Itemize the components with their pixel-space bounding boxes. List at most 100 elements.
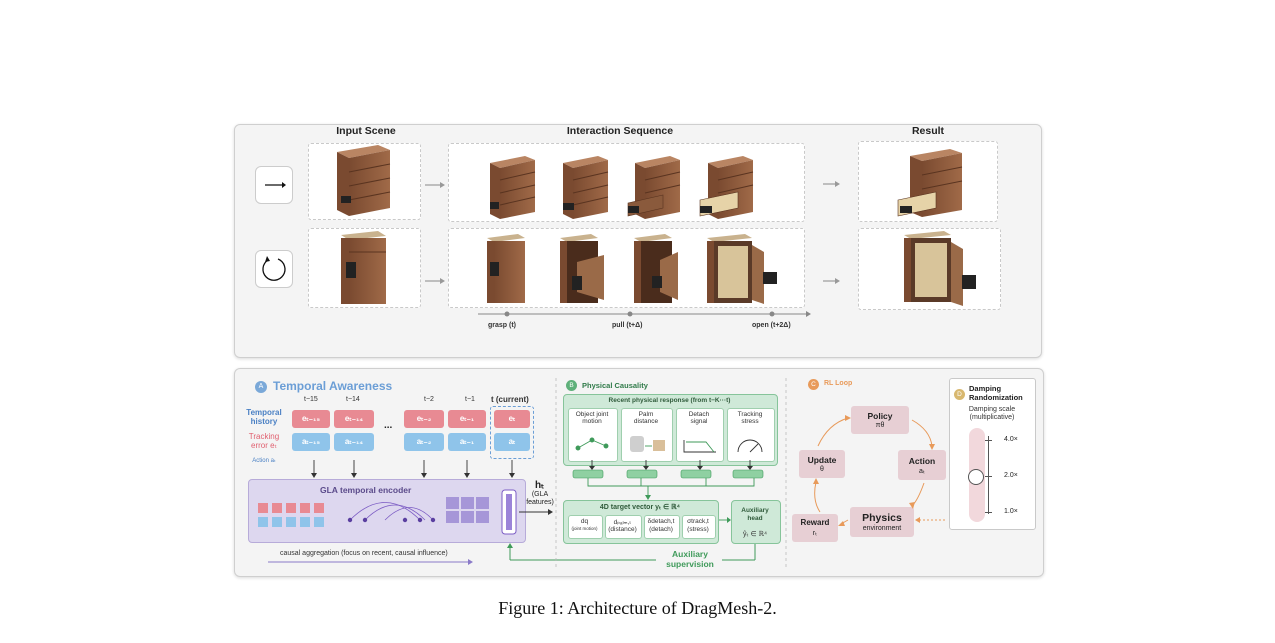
translation-icon-button (255, 166, 293, 204)
target-vector-title: 4D target vector yₜ ∈ ℝ⁴ (599, 504, 681, 511)
policy-label: Policy (867, 411, 893, 421)
aux-head-title: Auxiliary head (741, 507, 769, 522)
tick-label-2: 2.0× (1004, 472, 1018, 479)
cell-distance (605, 515, 642, 539)
current-step-outline (490, 406, 534, 459)
update-box (799, 450, 845, 478)
a-box-t15: aₜ₋₁₅ (292, 433, 330, 451)
time-t2: t−2 (424, 396, 434, 403)
physics-label: Physics (862, 512, 902, 524)
cell-stress-top: σtrack,t (687, 518, 709, 525)
ht-sub: (GLA features) (526, 491, 554, 506)
col-sequence-header: Interaction Sequence (566, 125, 674, 137)
action-box-label: Action (908, 456, 936, 466)
tracking-error-label: Tracking error eₜ (248, 432, 280, 450)
badge-a: A (255, 381, 267, 393)
policy-sub: πθ (875, 422, 885, 429)
cell-joint (568, 515, 603, 539)
cell-joint-top: dq (580, 518, 589, 525)
action-label: Action aₜ (252, 458, 276, 464)
e-box-t15: eₜ₋₁₅ (292, 410, 330, 428)
card-object-joint (568, 408, 618, 462)
time-current: t (current) (491, 395, 529, 404)
reward-label: Reward (800, 518, 830, 527)
cell-stress (682, 515, 716, 539)
cabinet-drawer-seq4 (699, 156, 754, 219)
a-box-t2: aₜ₋₂ (404, 433, 444, 451)
cabinet-drawer-result (897, 149, 963, 217)
damping-title: Damping Randomization (969, 384, 1023, 402)
cell-distance-top: dₚₐₗₘ,ₜ (613, 519, 632, 526)
card-palm-distance (621, 408, 673, 462)
causal-aggregation-label: causal aggregation (focus on recent, cau… (280, 550, 448, 557)
figure-caption: Figure 1: Architecture of DragMesh-2. (498, 598, 777, 618)
rotation-icon-button (255, 250, 293, 288)
time-t1: t−1 (465, 396, 475, 403)
e-box-t: eₜ (494, 410, 530, 428)
cabinet-door-seq2 (560, 234, 604, 303)
recent-response-title: Recent physical response (from t−K···t) (608, 397, 731, 404)
card-detach-signal (676, 408, 724, 462)
joint-motion-icon (575, 437, 609, 451)
tick-1 (985, 512, 992, 513)
temporal-history-label: Temporal history (246, 408, 282, 426)
tick-label-4: 4.0× (1004, 436, 1018, 443)
col-input-header: Input Scene (336, 125, 396, 137)
rotate-icon (262, 256, 286, 281)
action-box (898, 450, 946, 480)
cabinet-drawer-seq2 (563, 156, 609, 219)
timeline-open: open (t+2Δ) (752, 322, 791, 329)
cabinet-drawer-input (337, 145, 391, 216)
stress-gauge-icon (737, 439, 763, 453)
cell-detach-bottom: (detach) (649, 526, 673, 533)
time-t14: t−14 (346, 396, 360, 403)
badge-d: D (954, 389, 965, 400)
a-box-t1: aₜ₋₁ (448, 433, 486, 451)
rl-loop-title: RL Loop (824, 380, 853, 387)
update-sub: θ (820, 466, 824, 473)
action-box-sub: aₜ (919, 468, 925, 475)
e-box-t1: eₜ₋₁ (448, 410, 486, 428)
cell-distance-bottom: (distance) (608, 526, 637, 533)
damping-scale-label: Damping scale (multiplicative) (968, 406, 1016, 421)
badge-c: C (808, 379, 819, 390)
cabinet-door-seq4 (707, 234, 777, 304)
card-tracking-stress (727, 408, 775, 462)
damping-slider-axis (988, 436, 989, 514)
damping-panel (949, 378, 1036, 530)
time-t15: t−15 (304, 396, 318, 403)
e-box-t2: eₜ₋₂ (404, 410, 444, 428)
temporal-awareness-title: Temporal Awareness (273, 379, 393, 393)
card-label-palm: Palm distance (633, 411, 659, 425)
update-label: Update (807, 455, 837, 465)
cabinet-door-seq3 (634, 234, 678, 303)
cabinet-drawer-seq3 (627, 156, 681, 219)
aux-head-formula: ŷₜ ∈ ℝ⁴ (742, 531, 768, 538)
cabinet-door-input (341, 231, 386, 304)
cabinet-door-seq1 (487, 234, 525, 303)
cell-detach-top: δdetach,t (647, 518, 675, 525)
detach-signal-icon (683, 440, 716, 453)
card-label-tracking: Tracking stress (737, 411, 763, 425)
cell-stress-bottom: (stress) (687, 526, 709, 533)
e-box-t14: eₜ₋₁₄ (334, 410, 374, 428)
policy-box (851, 406, 909, 434)
tick-label-1: 1.0× (1004, 508, 1018, 515)
a-box-t14: aₜ₋₁₄ (334, 433, 374, 451)
cell-joint-bottom: (joint motion) (571, 526, 598, 531)
cell-detach (644, 515, 680, 539)
physical-causality-title: Physical Causality (582, 381, 648, 390)
damping-slider-knob[interactable] (968, 469, 984, 485)
timeline-grasp: grasp (t) (488, 322, 516, 329)
cabinet-drawer-seq1 (490, 156, 536, 219)
encoder-token-squares (258, 503, 324, 527)
aux-head-box (731, 500, 781, 544)
card-label-detach: Detach signal (688, 411, 710, 425)
right-arrow-icon (265, 182, 286, 188)
cabinet-drawer-renders (337, 145, 976, 317)
physics-sub: environment (862, 525, 902, 532)
ht-label: hₜ (535, 480, 545, 491)
